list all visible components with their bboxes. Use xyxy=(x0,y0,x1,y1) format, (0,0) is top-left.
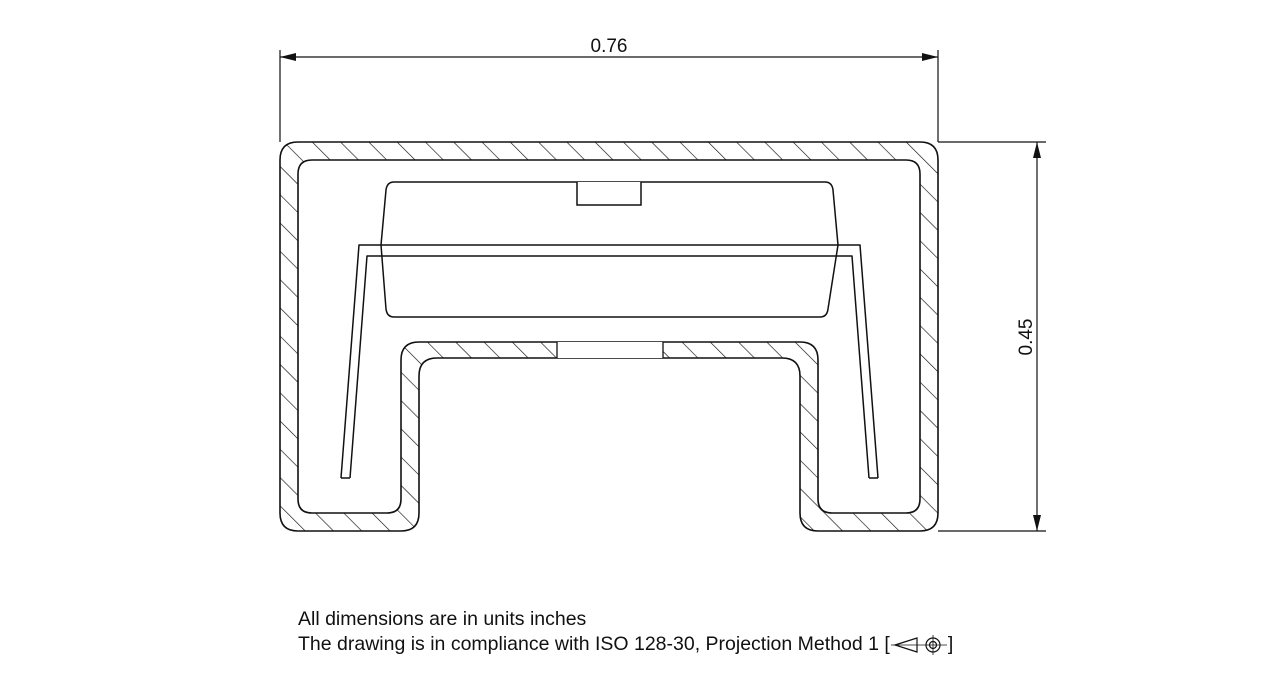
width-dimension-label: 0.76 xyxy=(591,36,628,57)
height-dimension-label: 0.45 xyxy=(1016,319,1037,356)
profile-wall-section xyxy=(279,141,939,532)
chip-tab xyxy=(576,182,642,206)
first-angle-projection-icon xyxy=(890,634,947,655)
units-note-text: All dimensions are in units inches xyxy=(298,608,587,630)
width-dimension xyxy=(279,50,939,142)
clip-wire-outer xyxy=(340,244,879,479)
led-chip-body xyxy=(380,181,839,318)
compliance-note: The drawing is in compliance with ISO 12… xyxy=(298,632,953,657)
compliance-note-bracket: ] xyxy=(947,633,954,655)
drawing-notes: All dimensions are in units inches The d… xyxy=(298,607,953,657)
clip-wire-inner xyxy=(349,255,870,479)
height-dimension xyxy=(938,141,1046,532)
channel-gap xyxy=(557,342,663,358)
compliance-note-text: The drawing is in compliance with ISO 12… xyxy=(298,633,890,655)
units-note: All dimensions are in units inches xyxy=(298,607,953,632)
